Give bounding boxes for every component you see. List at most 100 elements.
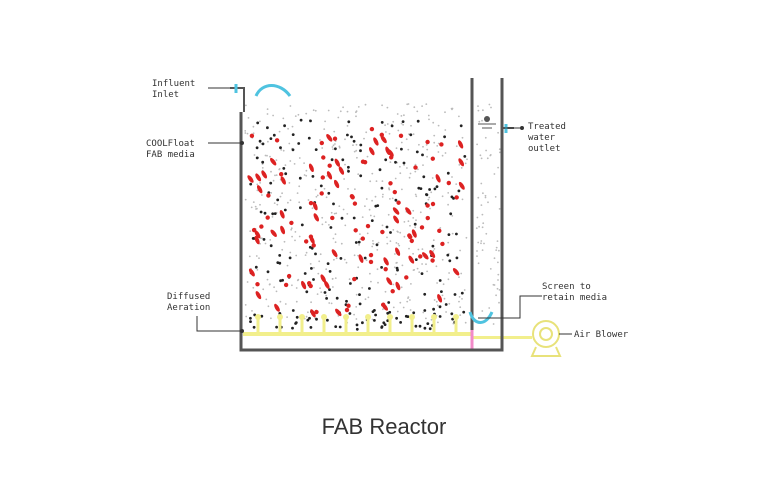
speckle bbox=[252, 132, 255, 135]
speckle bbox=[295, 254, 298, 257]
particle bbox=[273, 212, 277, 216]
speckle bbox=[291, 284, 293, 287]
media-carrier bbox=[320, 274, 326, 283]
air-pipe bbox=[243, 332, 532, 339]
media-carrier bbox=[324, 280, 330, 289]
media-carrier bbox=[395, 281, 401, 291]
particle bbox=[358, 293, 361, 296]
speckle bbox=[459, 306, 462, 309]
speckle bbox=[444, 111, 446, 114]
speckle bbox=[425, 317, 427, 320]
speckle bbox=[418, 271, 421, 273]
media-carrier bbox=[425, 203, 430, 208]
speckle bbox=[389, 161, 392, 164]
speckle bbox=[493, 173, 496, 175]
media-carrier bbox=[398, 133, 404, 139]
speckle bbox=[286, 264, 289, 267]
particle bbox=[374, 313, 377, 317]
speckle bbox=[400, 122, 403, 125]
particle bbox=[249, 316, 252, 320]
speckle bbox=[444, 152, 447, 154]
speckle bbox=[244, 130, 247, 132]
speckle bbox=[335, 257, 338, 260]
media-carrier bbox=[286, 273, 292, 279]
speckle bbox=[461, 136, 464, 139]
speckle bbox=[422, 145, 424, 148]
speckle bbox=[303, 174, 306, 176]
particle bbox=[421, 153, 424, 157]
media-carrier bbox=[279, 210, 285, 219]
particle bbox=[345, 299, 348, 303]
speckle bbox=[338, 205, 341, 208]
speckle bbox=[499, 151, 501, 154]
media-carrier bbox=[390, 289, 395, 294]
particle bbox=[308, 316, 311, 320]
speckle bbox=[422, 311, 425, 314]
particle bbox=[307, 136, 311, 140]
speckle bbox=[256, 269, 259, 271]
media-carrier bbox=[429, 250, 436, 258]
media-carrier bbox=[353, 228, 358, 233]
media-carrier bbox=[320, 175, 325, 180]
speckle bbox=[284, 164, 287, 167]
diffuser-stem bbox=[322, 316, 326, 332]
diffuser-head bbox=[431, 314, 437, 320]
speckle bbox=[409, 309, 412, 311]
speckle bbox=[381, 196, 384, 198]
particle bbox=[262, 238, 266, 241]
speckle bbox=[427, 198, 430, 201]
speckle bbox=[401, 188, 403, 191]
particle bbox=[338, 325, 342, 329]
speckle bbox=[436, 282, 438, 284]
speckle bbox=[414, 163, 417, 166]
speckle bbox=[400, 286, 403, 289]
media-carrier bbox=[380, 135, 387, 144]
speckle bbox=[381, 224, 384, 227]
particle bbox=[423, 292, 427, 296]
media-carrier bbox=[430, 201, 436, 207]
speckle bbox=[317, 272, 320, 275]
particle bbox=[347, 120, 351, 124]
speckle bbox=[494, 196, 497, 198]
media-carrier bbox=[319, 140, 324, 146]
speckle bbox=[497, 166, 499, 169]
particle bbox=[425, 193, 428, 196]
speckle bbox=[407, 148, 410, 151]
speckle bbox=[495, 246, 498, 249]
speckle bbox=[441, 154, 444, 157]
speckle bbox=[481, 213, 484, 216]
particle bbox=[394, 198, 398, 202]
speckle bbox=[432, 121, 435, 124]
speckle bbox=[281, 248, 284, 251]
speckle bbox=[348, 278, 351, 280]
media-carrier bbox=[350, 195, 355, 200]
speckle bbox=[316, 194, 319, 197]
speckle bbox=[340, 242, 343, 245]
speckle bbox=[430, 318, 433, 321]
speckle bbox=[267, 140, 269, 143]
speckle bbox=[372, 242, 374, 245]
speckle bbox=[303, 162, 305, 165]
speckle bbox=[357, 173, 360, 176]
speckle bbox=[346, 125, 349, 127]
speckle bbox=[403, 221, 406, 223]
speckle bbox=[421, 105, 423, 107]
speckle bbox=[353, 313, 355, 316]
particle bbox=[357, 240, 361, 244]
particle bbox=[358, 302, 362, 306]
speckle bbox=[261, 194, 263, 196]
speckle bbox=[447, 192, 450, 194]
media-carrier bbox=[383, 267, 388, 272]
air-blower-label: Air Blower bbox=[574, 330, 629, 340]
speckle bbox=[321, 223, 324, 226]
diffuser-stem bbox=[256, 316, 260, 332]
speckle bbox=[333, 258, 335, 261]
speckle bbox=[439, 227, 442, 229]
media-carrier bbox=[440, 241, 445, 247]
particle bbox=[254, 265, 258, 269]
speckle bbox=[298, 157, 301, 159]
speckle bbox=[432, 250, 435, 252]
speckle bbox=[465, 236, 468, 239]
speckle bbox=[344, 138, 346, 141]
speckle bbox=[372, 240, 374, 242]
